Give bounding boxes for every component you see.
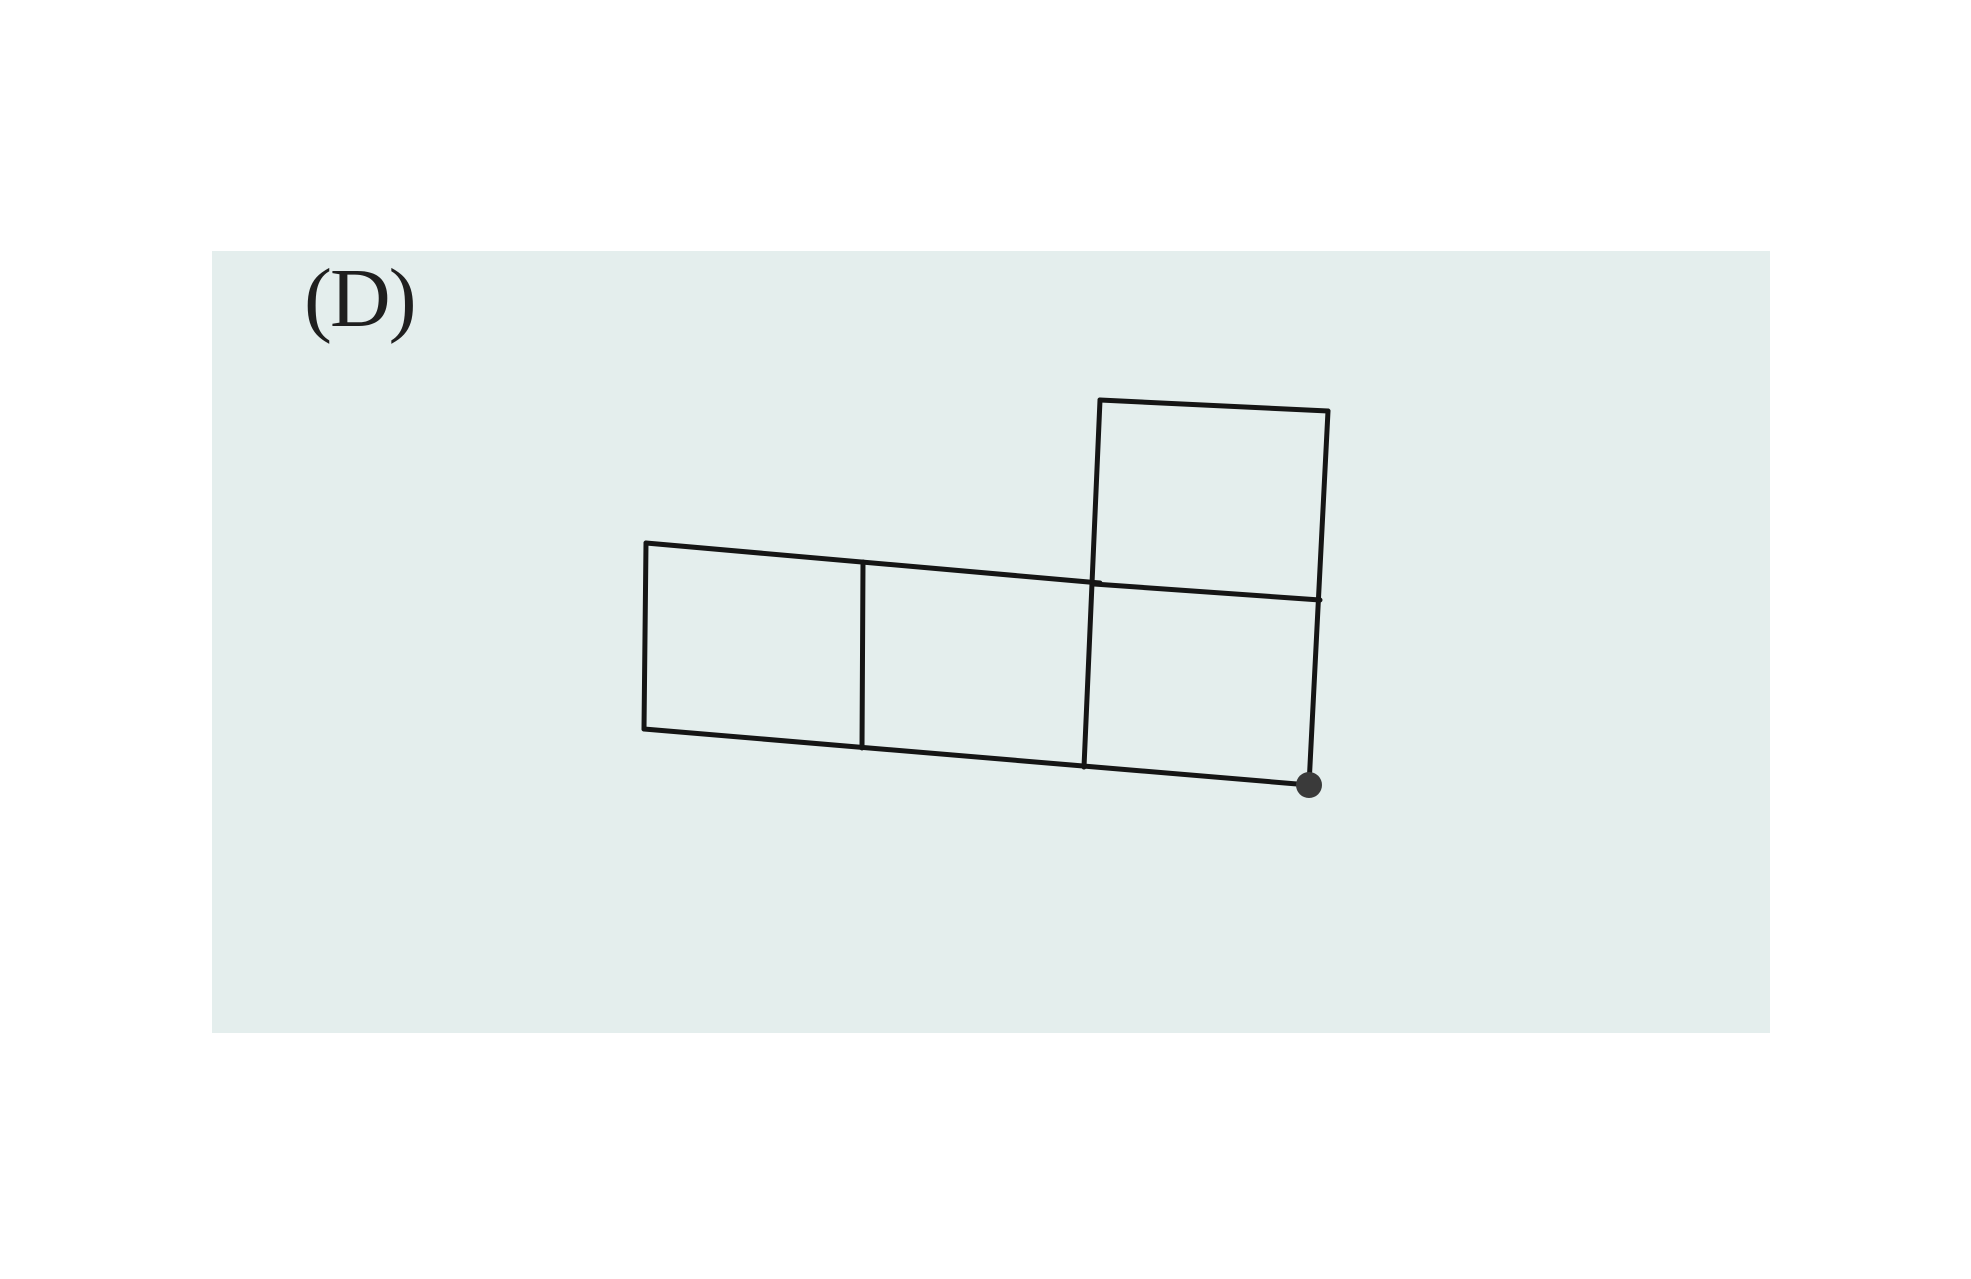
- corner-dot: [1296, 772, 1322, 798]
- top-square-top-edge: [1097, 397, 1331, 414]
- figure-panel: (D): [212, 251, 1770, 1033]
- square-net-figure: [641, 397, 1331, 798]
- bottom-row-bottom-edge: [641, 726, 1312, 788]
- option-label: (D): [304, 252, 417, 345]
- divider-1: [859, 559, 866, 751]
- left-edge: [641, 540, 649, 732]
- bottom-row-top-edge: [643, 540, 1103, 586]
- top-square-bottom-edge: [1091, 581, 1323, 603]
